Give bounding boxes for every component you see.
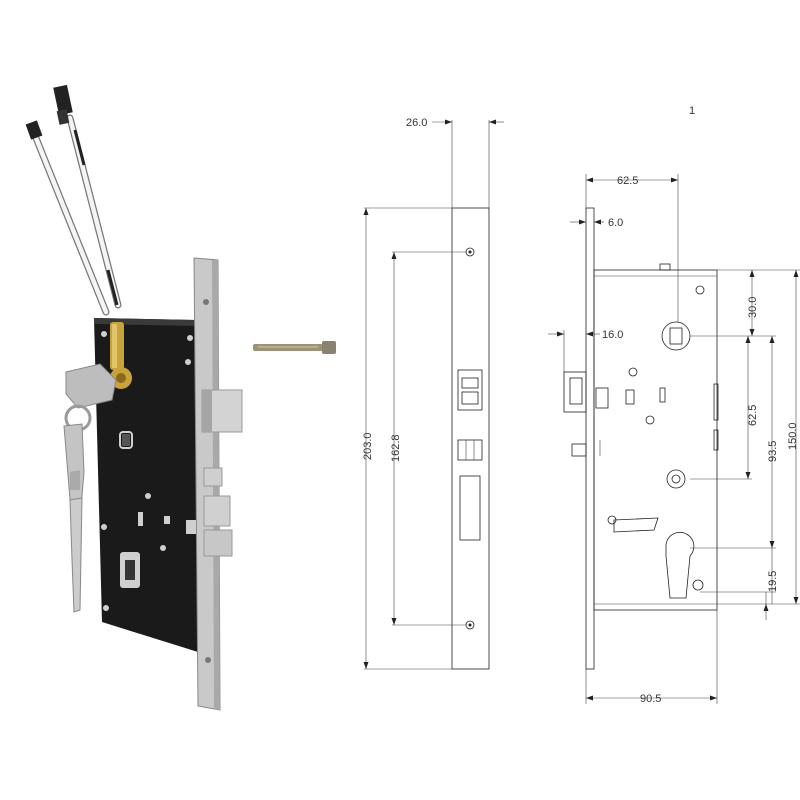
dim-case-height: 150.0	[787, 422, 799, 450]
dim-faceplate-width: 26.0	[406, 117, 427, 129]
dim-plate-thickness: 6.0	[608, 217, 623, 229]
dim-faceplate-length: 203.0	[362, 432, 374, 460]
dim-case-width: 90.5	[640, 693, 661, 705]
lock-side-view: 62.5 6.0 16.0 30.0 62.5	[548, 174, 800, 705]
dim-cylinder-bottom: 19.5	[767, 571, 779, 592]
lock-case	[94, 318, 198, 652]
spindle-screw-icon	[253, 341, 336, 354]
dim-top-offset: 30.0	[747, 297, 759, 318]
faceplate-front-view: 26.0 203.0 162.8	[362, 117, 504, 670]
case-holes-icon	[101, 331, 193, 611]
dim-handle-to-cylinder: 62.5	[747, 405, 759, 426]
dim-deadbolt-projection: 16.0	[602, 329, 623, 341]
lock-photo	[25, 84, 336, 711]
dim-cylinder-center: 93.5	[767, 441, 779, 462]
dim-screw-spacing: 162.8	[390, 434, 402, 462]
top-mark: 1	[689, 105, 695, 117]
wire-harness-icon	[25, 84, 122, 316]
dim-backset: 62.5	[617, 175, 638, 187]
key-icon	[63, 363, 117, 613]
latch-bolt-icon	[186, 389, 243, 557]
